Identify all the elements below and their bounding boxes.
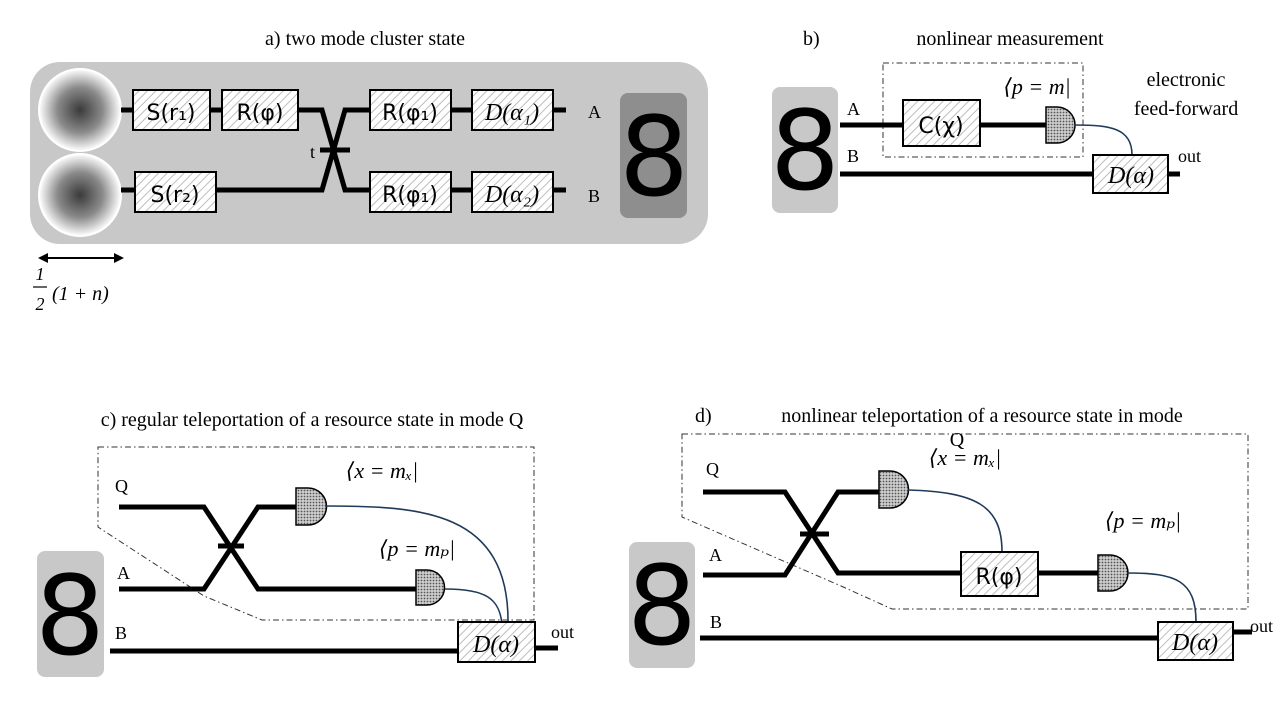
panel-b-label: b) [803, 28, 820, 50]
rotation-gate-top-label: R(φ) [237, 101, 284, 126]
cluster-symbol-d: 8 [627, 542, 697, 670]
feedforward-label-2: feed-forward [1134, 98, 1238, 120]
displacement-correction-d-label: D(α) [1171, 630, 1218, 656]
output-label-c: out [551, 622, 574, 642]
rotation-gate-a-label: R(φ₁) [382, 101, 438, 126]
panel-b-title: nonlinear measurement [916, 28, 1104, 50]
cluster-symbol-box-c [37, 551, 104, 677]
mode-a-label-c: A [117, 563, 130, 583]
measurement-p-label-d: ⟨p = mₚ| [1105, 508, 1181, 533]
panel-b: b) nonlinear measurement 8 A B C(χ) ⟨p =… [770, 28, 1238, 215]
panel-c: c) regular teleportation of a resource s… [35, 409, 574, 680]
panel-c-title: c) regular teleportation of a resource s… [101, 409, 524, 431]
displacement-gate-a-label: D(α₁) [484, 100, 539, 126]
displacement-gate-a [471, 89, 554, 131]
detector-p-icon [415, 569, 446, 606]
wire-b-c [110, 645, 558, 654]
feedforward-line-c-x [324, 505, 509, 626]
teleportation-region-d [681, 433, 1249, 610]
detector-icon [1045, 106, 1076, 144]
rotation-gate-a [369, 89, 452, 131]
wire-q-c [119, 504, 416, 592]
displacement-correction-b-label: D(α) [1107, 163, 1154, 189]
cluster-symbol: 8 [619, 93, 689, 221]
rotation-gate-b [369, 171, 452, 213]
detector-x-icon-d [878, 470, 910, 509]
width-label-num: 1 [36, 264, 45, 284]
mode-b-label-c: B [115, 623, 127, 643]
feedforward-line-d-p [1127, 572, 1197, 623]
displacement-correction-c [457, 621, 536, 663]
panel-a: a) two mode cluster state t S(r₁) R(φ) R… [30, 28, 708, 314]
displacement-correction-c-label: D(α) [472, 632, 519, 658]
panel-a-title: a) two mode cluster state [265, 28, 465, 50]
mode-b-label-d: B [710, 612, 722, 632]
measurement-region [882, 62, 1084, 158]
output-label-b: out [1178, 146, 1201, 166]
detector-x-icon [295, 487, 328, 526]
panel-d: d) nonlinear teleportation of a resource… [627, 405, 1273, 670]
cluster-symbol-box [620, 93, 687, 218]
measurement-x-label-d: ⟨x = mₓ| [929, 445, 1001, 470]
width-arrow [38, 253, 124, 263]
mode-a-label-d: A [709, 545, 722, 565]
mode-a-label-b: A [847, 99, 860, 119]
cluster-symbol-c: 8 [35, 552, 105, 680]
width-label-den: 2 [36, 294, 45, 314]
cubic-phase-gate-label: C(χ) [918, 114, 963, 139]
rotation-correction-d-label: R(φ) [976, 565, 1023, 590]
measurement-x-label-c: ⟨x = mₓ| [346, 458, 418, 483]
output-b-label: B [588, 186, 600, 206]
vacuum-mode-top [38, 68, 122, 152]
feedforward-label-1: electronic [1147, 69, 1226, 91]
measurement-label-b: ⟨p = m| [1003, 74, 1070, 99]
feedforward-line-c-p [444, 588, 503, 626]
teleportation-region-c [97, 446, 535, 621]
cluster-symbol-box-d [629, 542, 695, 668]
feedforward-line-b [1074, 124, 1133, 156]
vacuum-mode-bottom [38, 153, 122, 237]
cluster-symbol-b: 8 [770, 87, 840, 215]
mode-q-label-d: Q [706, 459, 719, 479]
squeezer-gate-top-label: S(r₁) [147, 101, 196, 126]
output-label-d: out [1250, 616, 1273, 636]
beamsplitter-label: t [310, 142, 315, 162]
panel-d-title: nonlinear teleportation of a resource st… [781, 405, 1183, 427]
mode-b-label-b: B [847, 146, 859, 166]
feedforward-line-d-x [907, 489, 1003, 553]
width-label-expr: (1 + n) [52, 283, 109, 305]
displacement-gate-b-label: D(α₂) [484, 182, 539, 208]
displacement-gate-b [471, 171, 554, 213]
rotation-correction-d [960, 551, 1039, 597]
rotation-gate-b-label: R(φ₁) [382, 183, 438, 208]
measurement-p-label-c: ⟨p = mₚ| [379, 536, 455, 561]
displacement-correction-b [1092, 154, 1169, 194]
wire-b-d [700, 629, 1252, 641]
detector-p-icon-d [1097, 554, 1129, 592]
wire-a-c [119, 504, 296, 592]
panel-d-label: d) [695, 405, 712, 427]
rotation-gate-top [221, 89, 299, 131]
mode-q-label-c: Q [115, 476, 128, 496]
output-a-label: A [588, 102, 601, 122]
cubic-phase-gate [902, 99, 981, 147]
cluster-symbol-box-b [772, 87, 838, 213]
displacement-correction-d [1157, 621, 1234, 661]
squeezer-gate-bottom [134, 171, 217, 213]
squeezer-gate-top [132, 89, 211, 131]
squeezer-gate-bottom-label: S(r₂) [151, 183, 200, 208]
